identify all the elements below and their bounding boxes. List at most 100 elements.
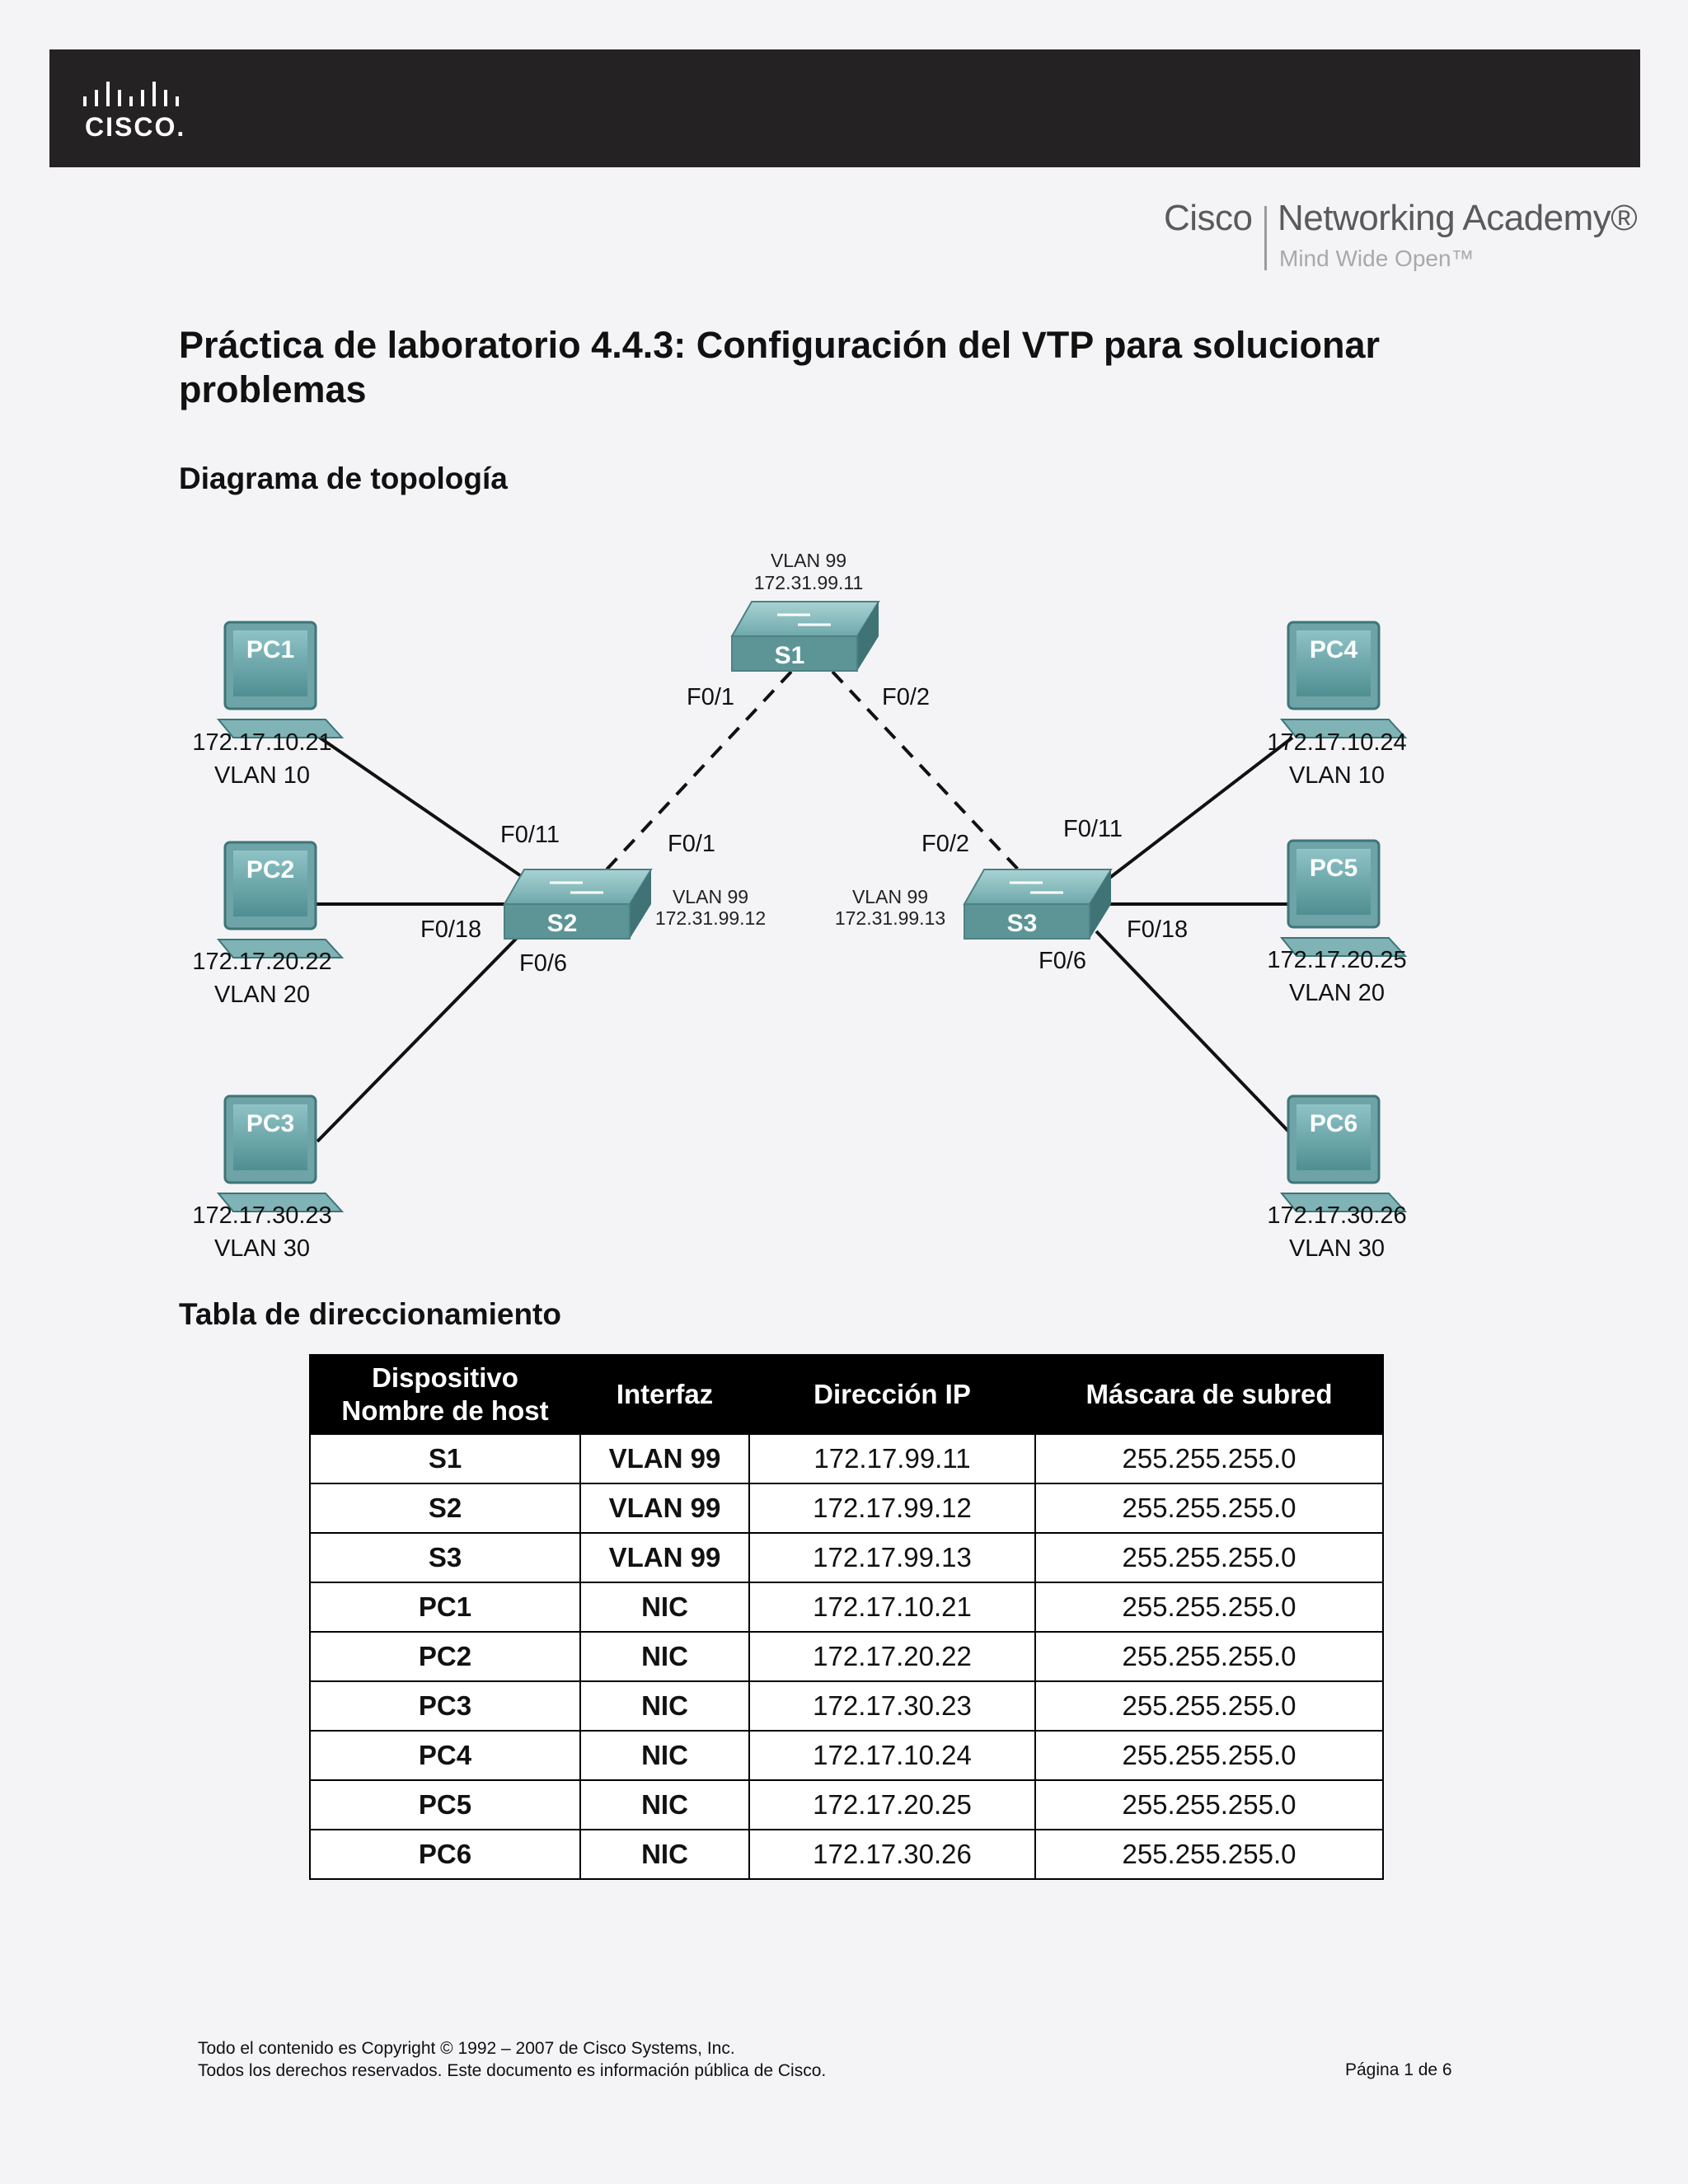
link-s1-s3	[831, 670, 1024, 875]
cell-mask: 255.255.255.0	[1034, 1829, 1384, 1880]
pc3-ip: 172.17.30.23	[192, 1202, 331, 1229]
addressing-table: Dispositivo Nombre de host Interfaz Dire…	[309, 1354, 1384, 1880]
cell-mask: 255.255.255.0	[1034, 1532, 1384, 1583]
switch-s2: S2	[503, 869, 653, 940]
pc6-icon: PC6	[1279, 1094, 1408, 1212]
pc2-label: PC2	[246, 856, 294, 883]
brand-networking-academy: Networking Academy®	[1278, 198, 1638, 238]
cell-mask: 255.255.255.0	[1034, 1483, 1384, 1534]
pc3-label: PC3	[246, 1110, 294, 1137]
pc5-label: PC5	[1310, 855, 1357, 882]
pc4-vlan: VLAN 10	[1289, 762, 1385, 789]
footer-line-1: Todo el contenido es Copyright © 1992 – …	[198, 2039, 735, 2058]
switch-s3: S3	[963, 869, 1113, 940]
col-device-line2: Nombre de host	[341, 1395, 549, 1426]
col-mask: Máscara de subred	[1034, 1354, 1384, 1435]
s2-vlan: VLAN 99	[673, 886, 748, 907]
pc4-icon: PC4	[1279, 621, 1408, 738]
pc3-icon: PC3	[216, 1094, 345, 1212]
s1-vlan: VLAN 99	[771, 550, 846, 571]
link-s2-pc1	[316, 734, 528, 881]
s3-vlan: VLAN 99	[852, 886, 928, 907]
cell-device: PC5	[309, 1779, 581, 1830]
cell-device: PC6	[309, 1829, 581, 1880]
pc5-ip: 172.17.20.25	[1267, 947, 1406, 973]
cell-mask: 255.255.255.0	[1034, 1433, 1384, 1484]
pc6-vlan: VLAN 30	[1289, 1235, 1385, 1262]
brand-divider	[1264, 206, 1267, 270]
col-device: Dispositivo Nombre de host	[309, 1354, 581, 1435]
pc2-ip: 172.17.20.22	[192, 949, 331, 975]
cell-device: S1	[309, 1433, 581, 1484]
header-bar	[49, 49, 1640, 167]
cisco-logo: CISCO.	[83, 82, 185, 142]
cell-interface: NIC	[579, 1582, 750, 1633]
pc1-ip: 172.17.10.21	[192, 729, 331, 756]
cell-ip: 172.17.20.25	[748, 1779, 1036, 1830]
cell-ip: 172.17.99.12	[748, 1483, 1036, 1534]
pc4-ip: 172.17.10.24	[1267, 729, 1406, 756]
cell-ip: 172.17.10.21	[748, 1582, 1036, 1633]
port-s2-pc2: F0/18	[420, 916, 481, 943]
cell-mask: 255.255.255.0	[1034, 1582, 1384, 1633]
port-s2-pc3: F0/6	[519, 950, 567, 977]
link-s1-s2	[593, 670, 793, 883]
cell-mask: 255.255.255.0	[1034, 1680, 1384, 1732]
cell-ip: 172.17.99.13	[748, 1532, 1036, 1583]
table-heading: Tabla de direccionamiento	[179, 1297, 561, 1331]
port-s2-pc1: F0/11	[500, 822, 560, 848]
switch-s1-label: S1	[775, 642, 805, 669]
pc1-vlan: VLAN 10	[214, 762, 310, 789]
switch-s3-label: S3	[1007, 910, 1038, 937]
brand-cisco: Cisco	[1164, 198, 1253, 238]
pc4-label: PC4	[1310, 636, 1358, 663]
port-s3-up: F0/2	[921, 831, 969, 857]
brand-tagline: Mind Wide Open™	[1279, 246, 1475, 271]
topology-heading: Diagrama de topología	[179, 462, 508, 495]
link-s2-pc3	[316, 930, 525, 1143]
link-s3-pc6	[1095, 930, 1300, 1143]
page-number: Página 1 de 6	[1345, 2060, 1452, 2079]
s1-ip: 172.31.99.11	[754, 572, 864, 593]
access-links	[312, 734, 1300, 1143]
cell-ip: 172.17.30.23	[748, 1680, 1036, 1732]
cell-device: S2	[309, 1483, 581, 1534]
col-interface: Interfaz	[579, 1354, 750, 1435]
cell-interface: NIC	[579, 1779, 750, 1830]
port-s3-pc5: F0/18	[1127, 916, 1188, 943]
link-s3-pc4	[1103, 736, 1294, 883]
pc3-vlan: VLAN 30	[214, 1235, 310, 1262]
cell-mask: 255.255.255.0	[1034, 1730, 1384, 1781]
cell-ip: 172.17.20.22	[748, 1631, 1036, 1682]
pc6-ip: 172.17.30.26	[1267, 1202, 1406, 1229]
cell-interface: NIC	[579, 1680, 750, 1732]
cell-interface: NIC	[579, 1730, 750, 1781]
footer-copyright: Todo el contenido es Copyright © 1992 – …	[198, 2037, 826, 2082]
cell-interface: NIC	[579, 1829, 750, 1880]
cell-device: PC1	[309, 1582, 581, 1633]
pc1-label: PC1	[246, 636, 294, 663]
col-ip: Dirección IP	[748, 1354, 1036, 1435]
pc2-vlan: VLAN 20	[214, 982, 310, 1008]
cell-ip: 172.17.10.24	[748, 1730, 1036, 1781]
svg-text:CISCO.: CISCO.	[85, 112, 185, 142]
cell-device: S3	[309, 1532, 581, 1583]
port-s1-left: F0/1	[687, 684, 734, 710]
s3-ip: 172.31.99.13	[835, 907, 945, 929]
pc1-icon: PC1	[216, 621, 345, 738]
switch-s2-label: S2	[547, 910, 578, 937]
cell-ip: 172.17.99.11	[748, 1433, 1036, 1484]
cell-interface: VLAN 99	[579, 1433, 750, 1484]
switch-s1: S1	[730, 601, 880, 672]
footer-line-2: Todos los derechos reservados. Este docu…	[198, 2061, 827, 2080]
table-header-row: Dispositivo Nombre de host Interfaz Dire…	[309, 1354, 1384, 1435]
port-s3-pc4: F0/11	[1063, 816, 1123, 842]
pc5-vlan: VLAN 20	[1289, 980, 1385, 1006]
